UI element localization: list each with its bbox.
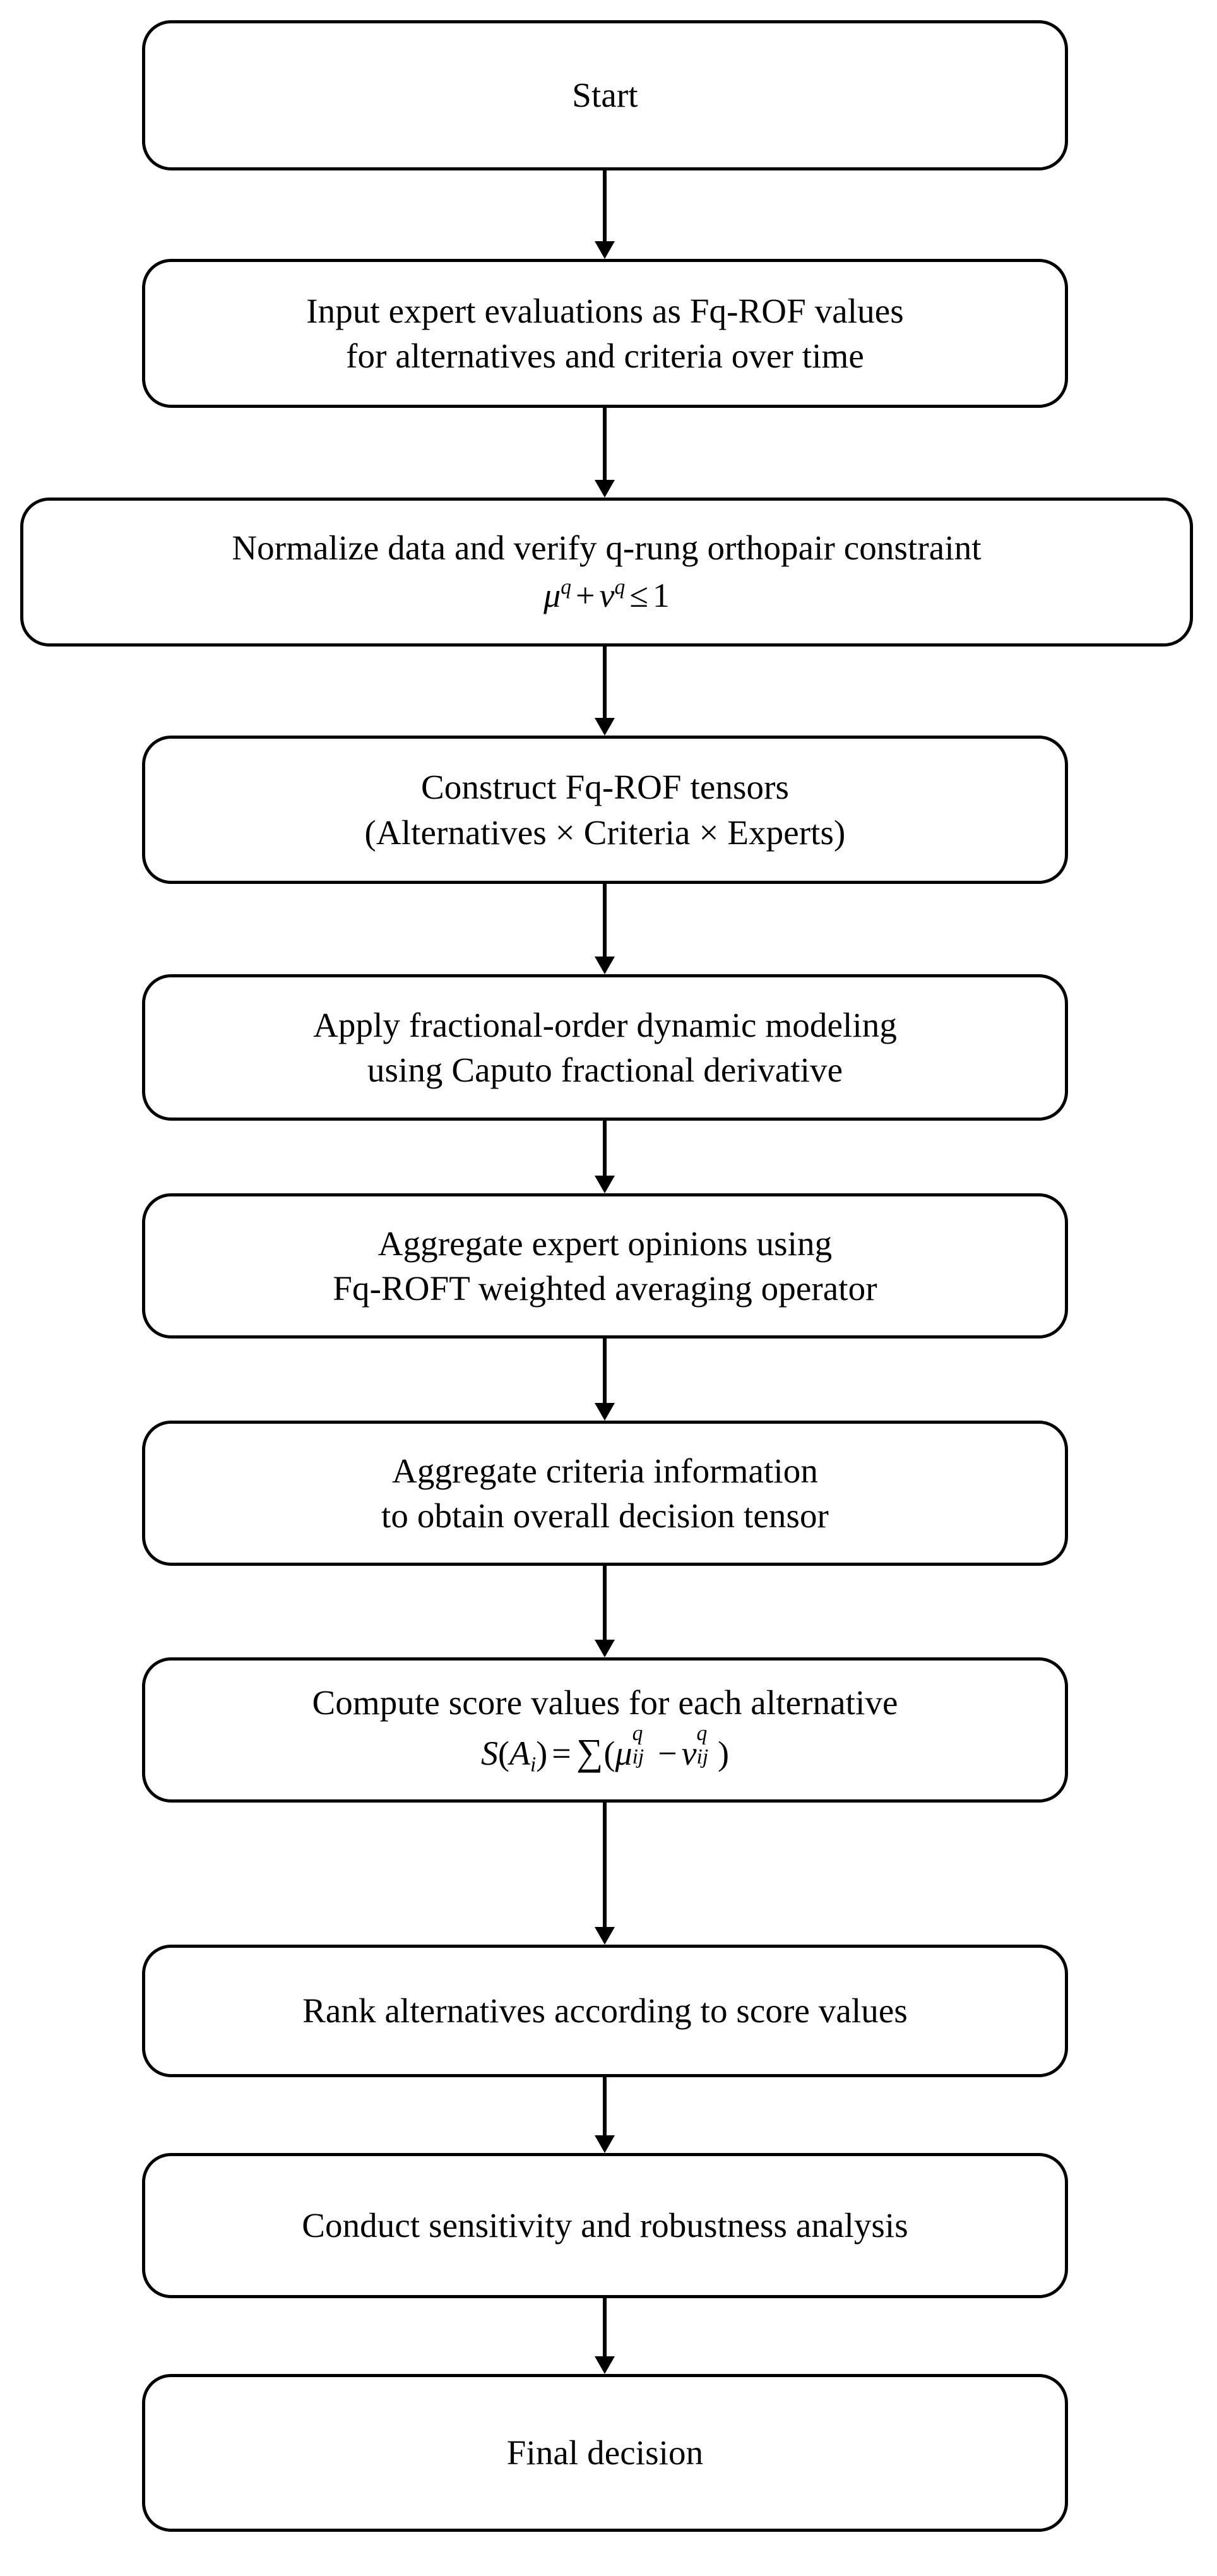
edge-shaft [603,647,607,718]
node-construct-tensors-label: Construct Fq-ROF tensors (Alternatives ×… [364,768,846,852]
edge-arrowhead [595,2135,615,2153]
formula-nu: ν [599,576,615,615]
node-input-evaluations-label: Input expert evaluations as Fq-ROF value… [306,291,904,376]
node-construct-tensors[interactable]: Construct Fq-ROF tensors (Alternatives ×… [142,736,1068,884]
node-final-decision[interactable]: Final decision [142,2374,1068,2532]
node-fractional-modeling[interactable]: Apply fractional-order dynamic modeling … [142,974,1068,1121]
node-start-label: Start [572,75,638,114]
edge-shaft [603,1339,607,1403]
formula-close-paren: ) [536,1734,548,1772]
node-rank-alternatives[interactable]: Rank alternatives according to score val… [142,1945,1068,2077]
formula-mu-exponent: q [632,1721,643,1745]
edge-arrowhead [595,480,615,498]
node-normalize-verify[interactable]: Normalize data and verify q-rung orthopa… [20,498,1193,647]
formula-inner-open-paren: ( [603,1734,615,1772]
node-normalize-verify-label: Normalize data and verify q-rung orthopa… [232,528,982,567]
node-sensitivity-analysis[interactable]: Conduct sensitivity and robustness analy… [142,2153,1068,2298]
formula-orthopair-constraint: μq+νq≤1 [23,573,1190,618]
node-sensitivity-analysis-label: Conduct sensitivity and robustness analy… [302,2205,908,2245]
edge-arrowhead [595,1176,615,1193]
node-aggregate-experts[interactable]: Aggregate expert opinions using Fq-ROFT … [142,1193,1068,1339]
edge-arrowhead [595,1403,615,1421]
node-aggregate-experts-label: Aggregate expert opinions using Fq-ROFT … [333,1224,877,1308]
edge-arrowhead [595,1640,615,1657]
formula-nu-exponent: q [614,575,626,599]
formula-mu: μ [615,1734,632,1772]
edge-shaft [603,884,607,957]
formula-mu-exponent: q [561,575,571,599]
formula-inner-close-paren: ) [718,1734,729,1772]
edge-arrowhead [595,718,615,736]
formula-alternative: A [509,1734,530,1772]
node-compute-scores[interactable]: Compute score values for each alternativ… [142,1657,1068,1803]
formula-nu-exponent: q [696,1721,708,1745]
formula-minus: − [658,1734,677,1772]
node-final-decision-label: Final decision [506,2433,704,2472]
formula-alternative-index: i [530,1753,537,1777]
edge-arrowhead [595,241,615,259]
formula-nu-subscript: ij [696,1744,709,1768]
edge-shaft [603,1566,607,1640]
formula-mu: μ [543,576,561,615]
node-input-evaluations[interactable]: Input expert evaluations as Fq-ROF value… [142,259,1068,408]
formula-mu-subscript: ij [632,1744,644,1768]
edge-shaft [603,2077,607,2135]
formula-equals: = [552,1734,571,1772]
node-aggregate-criteria-label: Aggregate criteria information to obtain… [381,1451,829,1535]
edge-shaft [603,2298,607,2356]
formula-relation: ≤ [629,576,648,615]
formula-score-fn: S [481,1734,498,1772]
node-aggregate-criteria[interactable]: Aggregate criteria information to obtain… [142,1421,1068,1566]
formula-open-paren: ( [498,1734,509,1772]
edge-arrowhead [595,1927,615,1945]
edge-shaft [603,170,607,241]
node-fractional-modeling-label: Apply fractional-order dynamic modeling … [313,1005,897,1090]
edge-arrowhead [595,2356,615,2374]
node-compute-scores-label: Compute score values for each alternativ… [312,1683,898,1722]
formula-rhs: 1 [652,576,670,615]
edge-shaft [603,1121,607,1176]
node-rank-alternatives-label: Rank alternatives according to score val… [302,1991,908,2030]
node-start[interactable]: Start [142,20,1068,170]
formula-plus: + [576,576,595,615]
edge-shaft [603,408,607,480]
formula-summation-sign: ∑ [576,1731,603,1773]
edge-shaft [603,1803,607,1927]
formula-nu: ν [681,1734,697,1772]
edge-arrowhead [595,957,615,974]
